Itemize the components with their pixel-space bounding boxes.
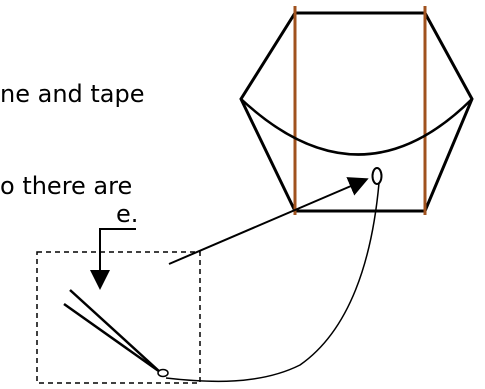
- inset-bridle-line-1: [69, 289, 161, 373]
- instruction-line-2: o there are: [0, 172, 132, 200]
- inset-bridle-line-2: [63, 302, 161, 374]
- instruction-line-1: ne and tape: [0, 80, 145, 108]
- hexagon-kite-outline: [239, 11, 474, 213]
- inset-knot-loop: [157, 368, 169, 378]
- string-line: [165, 182, 380, 383]
- instruction-line-3: e.: [116, 200, 138, 228]
- inset-box: [36, 251, 201, 384]
- pointer-to-inset: [90, 228, 136, 290]
- pointer-to-knot: [168, 177, 369, 265]
- bridle-curve: [240, 98, 473, 156]
- knot-loop-top: [371, 167, 383, 185]
